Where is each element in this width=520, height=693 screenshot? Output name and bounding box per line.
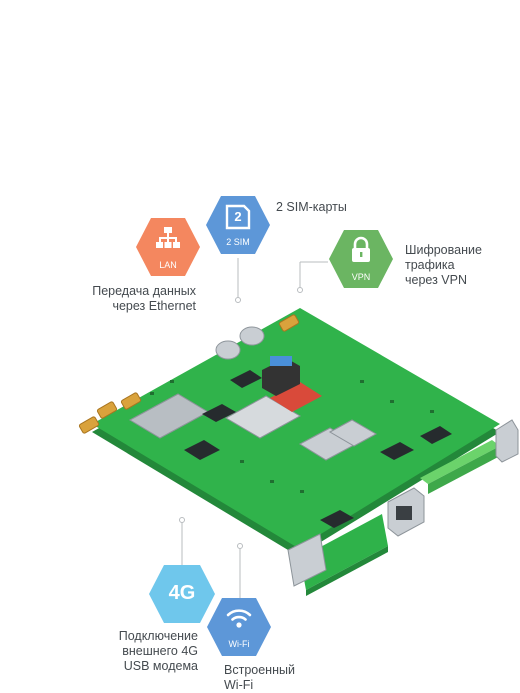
lan-label-line2: через Ethernet bbox=[112, 299, 196, 313]
lte-label: Подключение внешнего 4G USB модема bbox=[90, 629, 198, 674]
network-icon bbox=[156, 227, 180, 248]
sim-card-icon bbox=[225, 204, 251, 230]
hexagon-shape bbox=[206, 196, 270, 254]
lan-badge: LAN bbox=[134, 216, 202, 278]
lan-label: Передача данных через Ethernet bbox=[70, 284, 196, 314]
wifi-icon bbox=[226, 609, 252, 628]
wifi-badge: Wi-Fi bbox=[205, 596, 273, 658]
vpn-label-line3: через VPN bbox=[405, 273, 467, 287]
lan-badge-caption: LAN bbox=[159, 260, 177, 270]
wifi-label-line2: Wi-Fi bbox=[224, 678, 254, 692]
sim-badge-digit: 2 bbox=[234, 209, 242, 224]
lock-icon bbox=[352, 236, 370, 262]
vpn-label-line1: Шифрование bbox=[405, 243, 482, 257]
lte-label-line1: Подключение bbox=[118, 629, 198, 643]
wifi-badge-caption: Wi-Fi bbox=[228, 639, 250, 649]
hexagon-shape bbox=[149, 565, 215, 623]
wifi-label-line1: Встроенный bbox=[224, 663, 295, 677]
lte-label-line3: USB модема bbox=[123, 659, 198, 673]
sim-badge-caption: 2 SIM bbox=[226, 237, 250, 247]
sim-label: 2 SIM-карты bbox=[276, 200, 347, 214]
lan-label-line1: Передача данных bbox=[92, 284, 196, 298]
4g-icon: 4G bbox=[168, 582, 196, 604]
vpn-label-line2: трафика bbox=[405, 258, 455, 272]
sim-badge: 2 2 SIM bbox=[204, 194, 272, 256]
lte-badge: 4G bbox=[147, 563, 217, 625]
vpn-badge-caption: VPN bbox=[351, 272, 371, 282]
lte-label-line2: внешнего 4G bbox=[122, 644, 198, 658]
vpn-label: Шифрование трафика через VPN bbox=[405, 243, 482, 288]
wifi-label: Встроенный Wi-Fi bbox=[224, 663, 295, 693]
vpn-badge: VPN bbox=[327, 228, 395, 290]
